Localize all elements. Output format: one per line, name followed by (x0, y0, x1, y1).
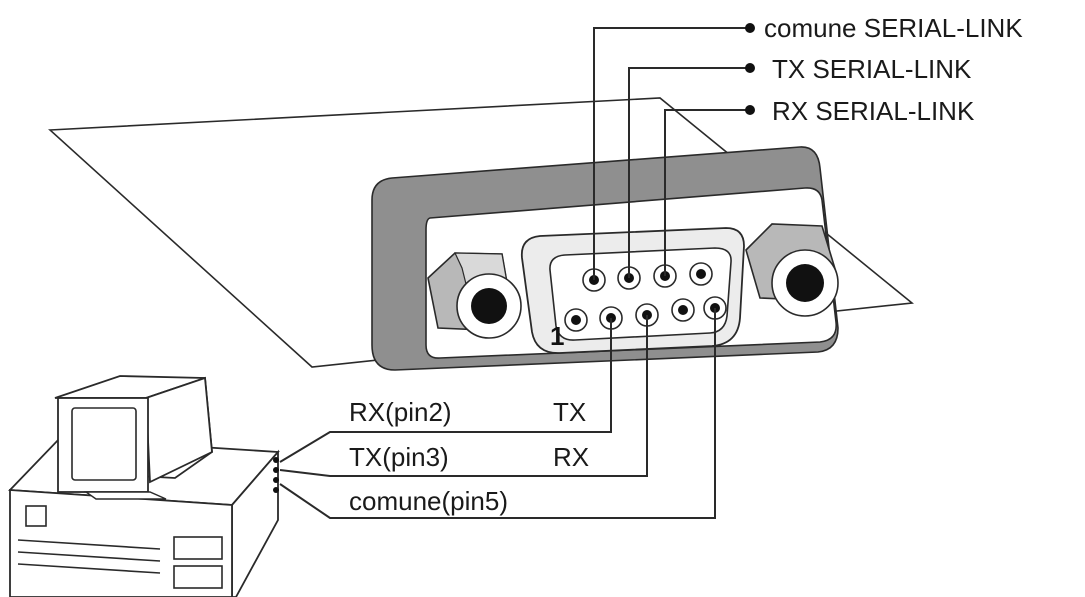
pc-port-dot (273, 467, 279, 473)
label-rx-pin2: RX(pin2) (349, 397, 452, 427)
wire-common (593, 27, 748, 280)
monitor-screen (71, 407, 137, 481)
right-jack-screw (745, 223, 839, 317)
label-rx: RX (553, 442, 589, 472)
pc-port-dot (273, 487, 279, 493)
pc-drive-bay (173, 536, 223, 560)
pc-wires (279, 308, 716, 519)
label-tx-pin3: TX(pin3) (349, 442, 449, 472)
terminal-dot (745, 63, 755, 73)
left-jack-screw (427, 252, 522, 339)
wire-pin3 (279, 315, 648, 477)
pc-port-dot (273, 477, 279, 483)
panel-plate (48, 97, 914, 368)
label-comune-serial-link: comune SERIAL-LINK (764, 13, 1023, 43)
pin (564, 308, 588, 332)
label-comune-pin5: comune(pin5) (349, 486, 508, 516)
wire-pin2 (279, 318, 612, 463)
pc-power-button (25, 505, 47, 527)
terminal-dot (745, 105, 755, 115)
wire-pin5 (279, 308, 716, 519)
wire-tx (628, 67, 748, 278)
label-rx-serial-link: RX SERIAL-LINK (772, 96, 975, 126)
computer-illustration (8, 375, 280, 597)
terminal-dot (745, 23, 755, 33)
monitor-stand (83, 491, 167, 500)
pc-port-dot (273, 457, 279, 463)
connector-wires (593, 23, 755, 280)
label-tx-serial-link: TX SERIAL-LINK (772, 54, 972, 84)
label-tx: TX (553, 397, 586, 427)
wire-rx (664, 109, 748, 276)
pc-drive-bay (173, 565, 223, 589)
pin (671, 298, 695, 322)
pin (689, 262, 713, 286)
db9-connector: 1 (371, 146, 839, 371)
pin-1-label: 1 (550, 321, 564, 351)
